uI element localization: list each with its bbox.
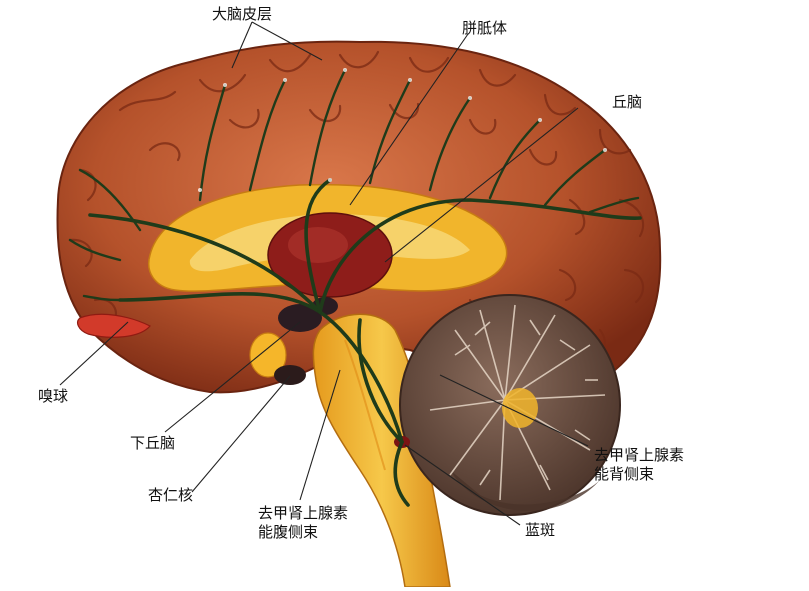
label-ventral-bundle-line2: 能腹侧束 bbox=[258, 523, 319, 541]
nucleus bbox=[278, 304, 322, 332]
label-olfactory-bulb: 嗅球 bbox=[38, 387, 69, 405]
label-cortex: 大脑皮层 bbox=[212, 5, 273, 23]
olfactory-bulb bbox=[77, 313, 151, 338]
label-dorsal-bundle-line2: 能背侧束 bbox=[594, 465, 655, 483]
label-dorsal-bundle: 去甲肾上腺素 能背侧束 bbox=[594, 446, 684, 484]
label-ventral-bundle: 去甲肾上腺素 能腹侧束 bbox=[258, 504, 348, 542]
leader-lines bbox=[59, 21, 589, 526]
label-ventral-bundle-line1: 去甲肾上腺素 bbox=[258, 504, 349, 522]
label-thalamus: 丘脑 bbox=[612, 93, 643, 111]
label-dorsal-bundle-line1: 去甲肾上腺素 bbox=[594, 446, 685, 464]
cerebellum bbox=[399, 294, 621, 516]
label-hypothalamus: 下丘脑 bbox=[130, 434, 176, 452]
label-locus-coeruleus: 蓝斑 bbox=[525, 521, 556, 539]
noradrenergic-pathways bbox=[88, 178, 642, 507]
label-amygdala: 杏仁核 bbox=[148, 486, 194, 504]
hypothalamus bbox=[249, 332, 287, 378]
amygdala bbox=[274, 365, 306, 385]
label-corpus-callosum: 胼胝体 bbox=[462, 19, 508, 37]
